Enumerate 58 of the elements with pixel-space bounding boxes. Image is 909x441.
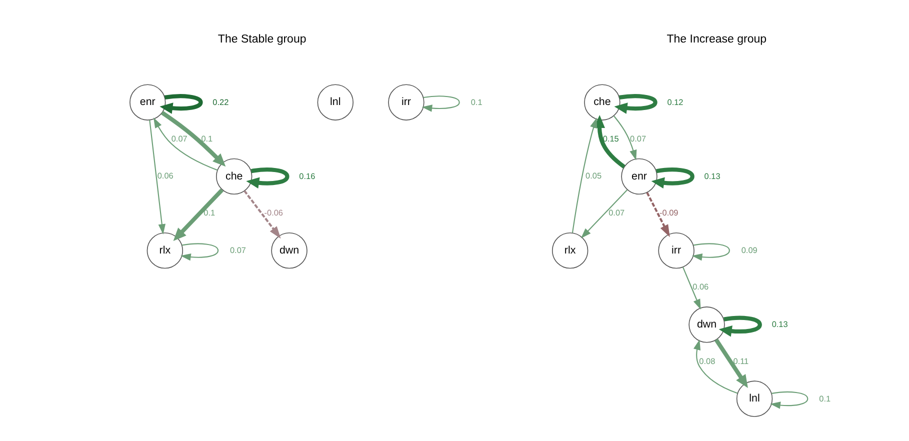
arrow: [180, 243, 218, 261]
arrow: [159, 94, 202, 114]
edge-label: 0.12: [666, 98, 683, 107]
arrow: [770, 391, 808, 409]
edge-label: 0.07: [608, 208, 624, 218]
edge-label: -0.06: [264, 208, 282, 218]
edge-label: 0.1: [203, 208, 215, 218]
edge-label: 0.13: [704, 172, 720, 181]
edge-label: -0.09: [659, 208, 678, 218]
arrow: [160, 110, 226, 167]
edge-label: 0.16: [298, 172, 315, 181]
node-circle: dwn: [270, 232, 307, 269]
edge-label: 0.22: [212, 98, 228, 107]
arrow: [580, 190, 628, 238]
arrow: [152, 118, 218, 171]
arrow: [593, 114, 625, 168]
edge-label: 0.06: [156, 172, 173, 181]
edge-label: 0.07: [170, 134, 187, 144]
edge-label: 0.1: [200, 134, 212, 144]
arrow: [646, 192, 670, 238]
node-circle: che: [215, 158, 252, 195]
node-circle: irr: [658, 232, 694, 269]
edge-label: 0.07: [229, 246, 246, 256]
edge-label: 0.09: [740, 246, 757, 256]
edge-label: 0.05: [585, 172, 602, 181]
node-circle: dwn: [688, 306, 724, 343]
arrow: [650, 168, 694, 189]
arrow: [613, 116, 636, 160]
arrow: [614, 94, 657, 114]
edge-label: 0.15: [602, 134, 618, 144]
arrow: [243, 190, 280, 239]
arrow: [718, 316, 762, 337]
arrow: [246, 168, 289, 189]
arrow: [692, 340, 738, 394]
node-circle: lnl: [736, 380, 772, 417]
node-circle: lnl: [316, 84, 353, 120]
arrow: [421, 96, 460, 112]
arrow: [682, 266, 700, 310]
node-circle: enr: [129, 84, 166, 120]
edge-label: 0.13: [771, 320, 788, 330]
edge-label: 0.07: [630, 134, 646, 144]
node-circle: rlx: [146, 232, 183, 269]
edge-label: 0.1: [818, 394, 830, 404]
node-circle: rlx: [551, 232, 588, 269]
edge-label: 0.06: [692, 282, 708, 292]
arrow: [172, 188, 224, 241]
edge-label: 0.08: [698, 356, 715, 366]
node-circle: enr: [620, 158, 657, 195]
edge-label: 0.11: [732, 356, 748, 366]
arrow: [691, 243, 730, 261]
arrow: [148, 120, 166, 234]
node-circle: irr: [388, 84, 424, 120]
label: The Stable group: [217, 33, 306, 46]
edge-label: 0.1: [470, 98, 482, 107]
arrow: [571, 118, 597, 233]
arrow: [714, 338, 748, 388]
label: The Increase group: [666, 33, 766, 46]
node-circle: che: [584, 84, 620, 120]
